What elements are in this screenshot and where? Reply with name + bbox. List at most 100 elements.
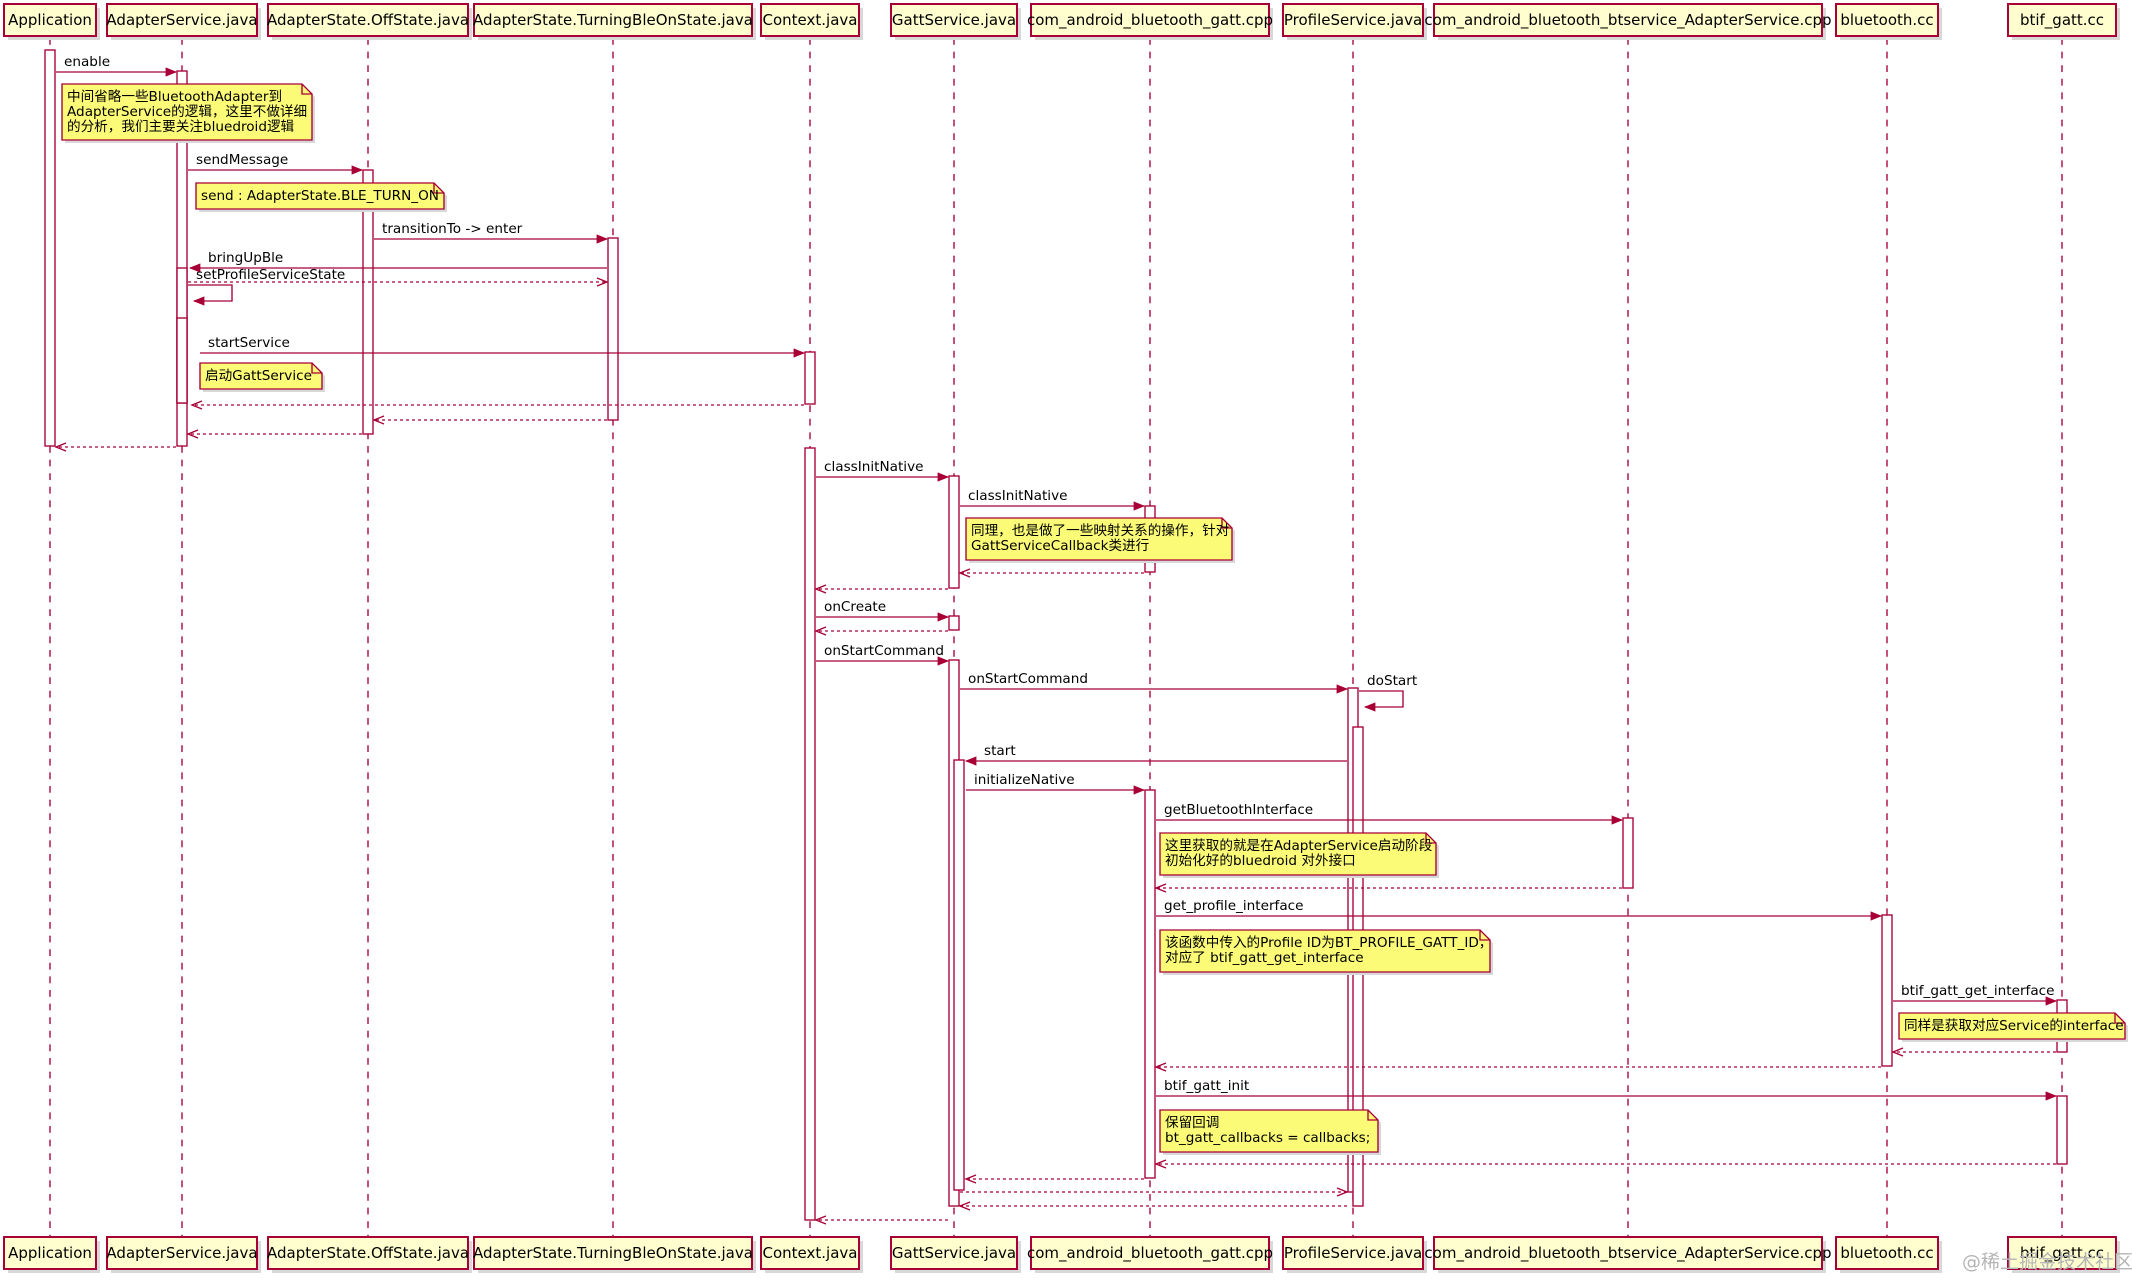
activation-bar bbox=[176, 70, 188, 447]
participant-box bbox=[760, 1236, 860, 1270]
arrow-head bbox=[964, 1174, 977, 1184]
participant-box bbox=[2007, 1236, 2117, 1270]
participant-label: GattService.java bbox=[892, 1244, 1016, 1262]
note: 这里获取的就是在AdapterService启动阶段初始化好的bluedroid… bbox=[1159, 832, 1439, 878]
participant-ps-bottom: ProfileService.java bbox=[1282, 1236, 1427, 1273]
activation-bar bbox=[948, 615, 960, 631]
participant-cagc-top: com_android_bluetooth_gatt.cpp bbox=[1027, 3, 1273, 40]
participant-app-bottom: Application bbox=[3, 1236, 100, 1273]
participant-box bbox=[473, 1236, 753, 1270]
message-oncreate: onCreate bbox=[816, 599, 950, 622]
note-box bbox=[965, 517, 1233, 561]
arrow-head bbox=[964, 756, 977, 766]
activation-bar bbox=[2056, 1095, 2068, 1165]
activation-bar bbox=[362, 169, 374, 435]
arrow-head bbox=[1870, 911, 1883, 921]
note: 中间省略一些BluetoothAdapter到AdapterService的逻辑… bbox=[61, 83, 315, 143]
participant-box bbox=[1030, 1236, 1270, 1270]
participant-tble-bottom: AdapterState.TurningBleOnState.java bbox=[473, 1236, 756, 1273]
note: 启动GattService bbox=[199, 362, 325, 392]
message-label: setProfileServiceState bbox=[196, 267, 345, 283]
participant-off-top: AdapterState.OffState.java bbox=[267, 3, 472, 40]
note-text: 该函数中传入的Profile ID为BT_PROFILE_GATT_ID， bbox=[1165, 935, 1492, 951]
note-text: 同理，也是做了一些映射关系的操作，针对 bbox=[971, 523, 1230, 539]
participant-label: AdapterState.OffState.java bbox=[267, 1244, 469, 1262]
arrow-head bbox=[1154, 1159, 1167, 1169]
participant-box bbox=[2007, 3, 2117, 37]
message-line bbox=[1359, 690, 1404, 708]
message-return bbox=[1154, 1062, 1881, 1072]
participant-label: AdapterService.java bbox=[106, 1244, 257, 1262]
arrow-head bbox=[54, 442, 67, 452]
note-text: 的分析，我们主要关注bluedroid逻辑 bbox=[67, 119, 295, 135]
message-return bbox=[190, 400, 804, 410]
activation-bar bbox=[1622, 817, 1634, 889]
participant-box bbox=[1835, 3, 1939, 37]
message-classinitnative: classInitNative bbox=[960, 488, 1146, 511]
arrow-head bbox=[596, 277, 609, 287]
participant-box bbox=[1835, 1236, 1939, 1270]
participant-label: bluetooth.cc bbox=[1840, 1244, 1933, 1262]
message-label: get_profile_interface bbox=[1164, 898, 1303, 914]
message-enable: enable bbox=[56, 54, 178, 77]
arrow-head bbox=[1154, 883, 1167, 893]
watermark-text: @稀土掘金技术社区 bbox=[1962, 1251, 2132, 1273]
note-text: 这里获取的就是在AdapterService启动阶段 bbox=[1165, 837, 1433, 854]
participant-as-top: AdapterService.java bbox=[106, 3, 261, 40]
message-label: btif_gatt_get_interface bbox=[1901, 983, 2054, 999]
message-return bbox=[960, 1187, 1349, 1197]
note-text: 初始化好的bluedroid 对外接口 bbox=[1165, 852, 1356, 869]
message-label: classInitNative bbox=[824, 459, 924, 475]
arrow-head bbox=[190, 400, 203, 410]
message-onstartcommand: onStartCommand bbox=[960, 671, 1349, 694]
arrow-head bbox=[1133, 785, 1146, 795]
note-fold bbox=[1425, 833, 1436, 844]
participant-box bbox=[267, 1236, 469, 1270]
note-box bbox=[199, 362, 323, 390]
participant-label: Application bbox=[8, 11, 92, 29]
activation-bar bbox=[176, 317, 188, 404]
note: send : AdapterState.BLE_TURN_ON bbox=[195, 182, 447, 212]
participant-label: com_android_bluetooth_gatt.cpp bbox=[1027, 1244, 1273, 1263]
note-text: GattServiceCallback类进行 bbox=[971, 538, 1149, 554]
note-box bbox=[1898, 1012, 2126, 1040]
message-label: startService bbox=[208, 335, 290, 351]
message-label: start bbox=[984, 743, 1016, 759]
message-return bbox=[964, 1174, 1144, 1184]
activation-bar bbox=[44, 49, 56, 447]
message-return bbox=[814, 1215, 948, 1225]
participant-app-top: Application bbox=[3, 3, 100, 40]
participant-label: Context.java bbox=[763, 1244, 858, 1262]
arrow-head bbox=[1363, 702, 1376, 712]
note-box bbox=[1159, 929, 1491, 973]
message-label: initializeNative bbox=[974, 772, 1075, 788]
message-get-profile-interface: get_profile_interface bbox=[1156, 898, 1883, 921]
participant-as-bottom: AdapterService.java bbox=[106, 1236, 261, 1273]
message-label: transitionTo -> enter bbox=[382, 221, 523, 237]
message-getbluetoothinterface: getBluetoothInterface bbox=[1156, 802, 1624, 825]
participant-box bbox=[1433, 1236, 1823, 1270]
participant-box bbox=[1030, 3, 1270, 37]
participant-box bbox=[473, 3, 753, 37]
activation-bar bbox=[804, 447, 816, 1221]
participant-box bbox=[106, 3, 258, 37]
participant-btif-bottom: btif_gatt.cc bbox=[2007, 1236, 2120, 1273]
note-text: AdapterService的逻辑，这里不做详细 bbox=[67, 103, 307, 120]
arrow-head bbox=[186, 429, 199, 439]
participant-label: bluetooth.cc bbox=[1840, 11, 1933, 29]
participant-box bbox=[3, 3, 97, 37]
note-box bbox=[1159, 1109, 1379, 1153]
note-fold bbox=[301, 84, 312, 95]
note-text: 中间省略一些BluetoothAdapter到 bbox=[67, 89, 282, 105]
participant-label: AdapterState.TurningBleOnState.java bbox=[473, 11, 753, 29]
participant-ps-top: ProfileService.java bbox=[1282, 3, 1427, 40]
arrow-head bbox=[1133, 501, 1146, 511]
message-label: getBluetoothInterface bbox=[1164, 802, 1313, 818]
participant-label: GattService.java bbox=[892, 11, 1016, 29]
message-label: sendMessage bbox=[196, 152, 288, 168]
participant-label: com_android_bluetooth_btservice_AdapterS… bbox=[1424, 1244, 1831, 1263]
note: 同样是获取对应Service的interface bbox=[1898, 1012, 2128, 1042]
activation-bar bbox=[1144, 789, 1156, 1179]
message-return bbox=[372, 415, 607, 425]
note-box bbox=[1159, 832, 1437, 876]
